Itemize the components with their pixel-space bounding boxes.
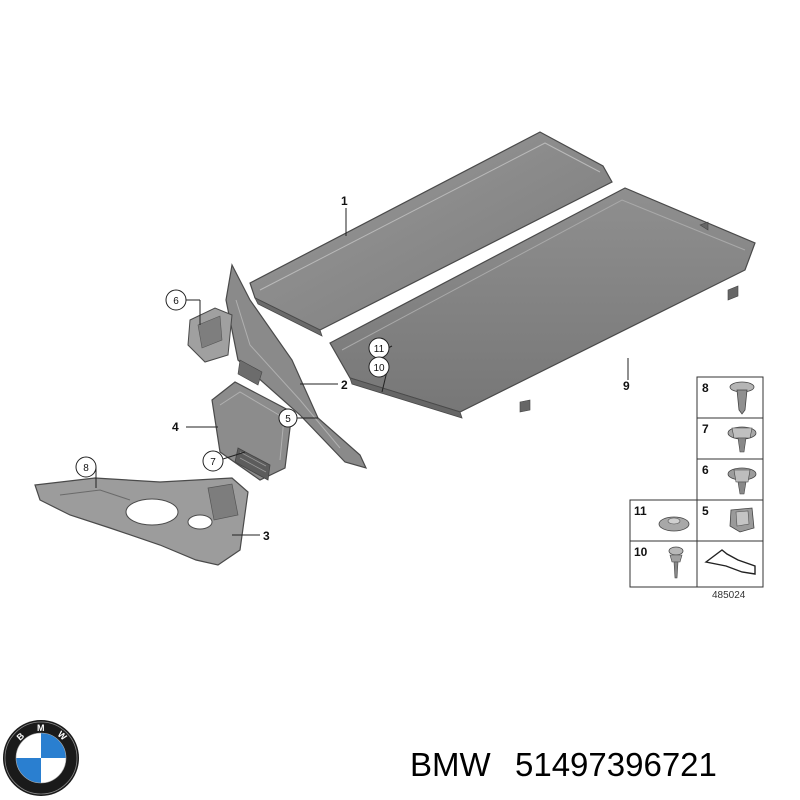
clip-6-icon xyxy=(727,467,757,495)
svg-text:7: 7 xyxy=(210,457,216,468)
table-cell-num: 11 xyxy=(634,504,647,518)
tool-symbol-icon xyxy=(704,549,756,575)
table-cell-num: 7 xyxy=(702,422,709,436)
callout-5: 5 xyxy=(278,408,298,428)
part-6-bracket xyxy=(187,307,233,363)
clip-8-icon xyxy=(729,381,755,415)
svg-text:10: 10 xyxy=(373,363,385,374)
callout-8: 8 xyxy=(75,456,97,478)
callout-7: 7 xyxy=(202,450,224,472)
part-1-trim-panel xyxy=(249,131,613,337)
clip-7-icon xyxy=(727,426,757,453)
svg-text:5: 5 xyxy=(285,414,291,425)
callout-11: 11 xyxy=(368,337,390,359)
callout-10: 10 xyxy=(368,356,390,378)
table-cell-num: 10 xyxy=(634,545,648,559)
label-part-2: 2 xyxy=(341,378,348,392)
label-part-3: 3 xyxy=(263,529,270,543)
label-part-9: 9 xyxy=(623,379,630,393)
screw-10-icon xyxy=(668,546,684,579)
svg-text:11: 11 xyxy=(374,344,385,355)
clip-5-icon xyxy=(729,507,755,533)
svg-text:B: B xyxy=(15,730,27,742)
leader-lines xyxy=(95,208,629,536)
callout-6: 6 xyxy=(165,289,187,311)
table-cell-num: 6 xyxy=(702,463,709,477)
caption-part-number: 51497396721 xyxy=(515,746,717,783)
label-part-4: 4 xyxy=(172,420,179,434)
part-3-lower-bracket xyxy=(34,477,249,566)
grommet-11-icon xyxy=(658,516,690,532)
svg-text:M: M xyxy=(37,723,45,733)
fasteners-table: 8 7 6 11 5 10 xyxy=(629,376,764,601)
part-2-side-trim xyxy=(225,263,368,469)
caption-brand: BMW xyxy=(410,746,492,783)
table-cell-num: 8 xyxy=(702,381,709,395)
part-4-air-duct xyxy=(211,381,293,481)
part-9-parcel-shelf xyxy=(329,187,756,419)
svg-text:8: 8 xyxy=(83,463,89,474)
label-part-1: 1 xyxy=(341,194,348,208)
table-cell-num: 5 xyxy=(702,504,709,518)
bmw-logo-icon: B M W xyxy=(3,720,79,796)
diagram-reference: 485024 xyxy=(712,590,746,601)
svg-text:6: 6 xyxy=(173,296,179,307)
